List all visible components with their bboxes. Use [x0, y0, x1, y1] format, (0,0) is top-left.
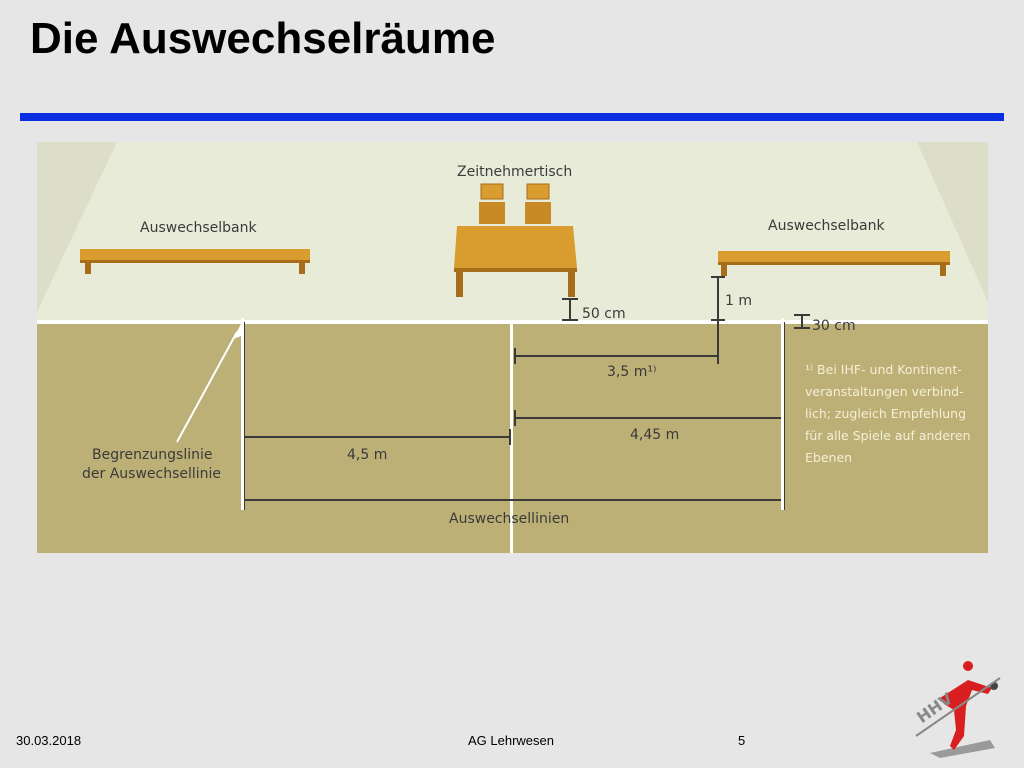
distance-1m-label: 1 m	[725, 293, 752, 309]
boundary-line-label-line1: Begrenzungslinie	[92, 447, 212, 463]
footnote-line-2: veranstaltungen verbind-	[805, 384, 964, 399]
substitution-line-left	[241, 318, 244, 510]
timekeeper-table	[454, 183, 577, 297]
footer-date: 30.03.2018	[16, 733, 82, 748]
distance-50cm-label: 50 cm	[582, 306, 626, 322]
slide-title: Die Auswechselräume	[30, 14, 496, 63]
title-underline	[20, 113, 1004, 121]
footer-page-number: 5	[738, 733, 746, 748]
bench-left	[80, 249, 310, 274]
distance-4-45m-label: 4,45 m	[630, 427, 679, 443]
handball-player-logo-icon: HHV	[910, 658, 1010, 758]
footnote-line-1: ¹⁾ Bei IHF- und Kontinent-	[805, 362, 962, 377]
footnote-line-4: für alle Spiele auf anderen	[805, 428, 971, 443]
substitution-line-right	[781, 318, 784, 510]
center-line	[510, 322, 513, 553]
distance-30cm-label: 30 cm	[812, 318, 856, 334]
bench-left-label: Auswechselbank	[140, 220, 258, 236]
distance-3-5m-label: 3,5 m¹⁾	[607, 364, 656, 380]
wall-shade-left	[37, 142, 117, 312]
dimension-lines	[243, 276, 810, 501]
boundary-arrow	[176, 322, 242, 443]
substitution-area-diagram: Zeitnehmertisch Auswechselbank Auswechse…	[37, 142, 988, 553]
bench-right	[718, 251, 950, 276]
footnote-line-3: lich; zugleich Empfehlung	[805, 406, 966, 421]
footer-center-text: AG Lehrwesen	[468, 733, 554, 748]
timekeeper-table-label: Zeitnehmertisch	[457, 164, 572, 180]
wall-shade-right	[917, 142, 988, 302]
bench-right-label: Auswechselbank	[768, 218, 886, 234]
boundary-line-label-line2: der Auswechsellinie	[82, 466, 221, 482]
substitution-area-svg: Zeitnehmertisch Auswechselbank Auswechse…	[37, 142, 988, 553]
substitution-lines-label: Auswechsellinien	[449, 511, 569, 527]
distance-4-5m-label: 4,5 m	[347, 447, 387, 463]
footnote-line-5: Ebenen	[805, 450, 852, 465]
